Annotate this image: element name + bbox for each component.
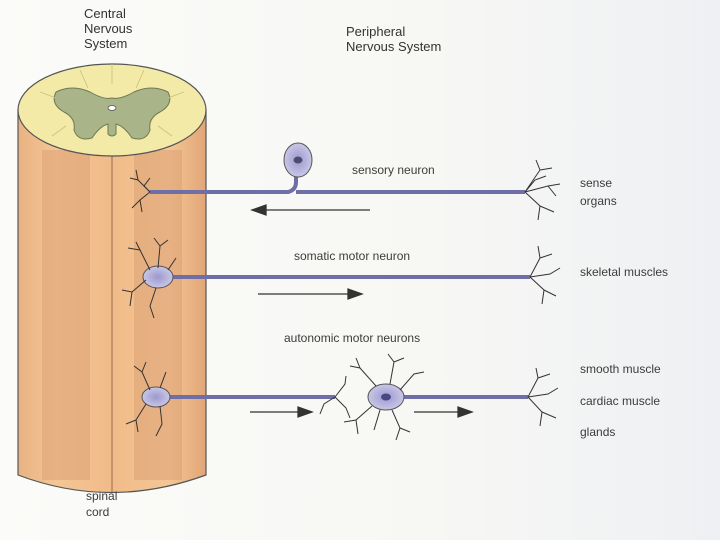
autonomic-motor-neurons [125, 353, 559, 441]
skeletal-muscle-terminals [529, 245, 561, 305]
pns-header: Peripheral Nervous System [346, 24, 442, 54]
glands-label: glands [580, 425, 616, 439]
somatic-motor-neuron-label: somatic motor neuron [294, 249, 411, 263]
sensory-terminal-branches [129, 169, 151, 213]
autonomic-motor-neurons-label: autonomic motor neurons [284, 331, 421, 345]
autonomic-direction-arrow-1 [250, 406, 314, 418]
gray-matter-butterfly [53, 87, 171, 140]
autonomic-cns-cell-body [141, 386, 171, 408]
sensory-neuron [129, 142, 561, 221]
sense-organ-dendrites [524, 159, 561, 221]
spinal-cord-label: spinal cord [86, 489, 118, 519]
autonomic-direction-arrow-2 [414, 406, 474, 418]
cardiac-muscle-label: cardiac muscle [580, 394, 661, 408]
ganglion-dendrites [343, 353, 425, 441]
cns-header: Central Nervous System [84, 6, 133, 51]
sensory-axon [150, 176, 298, 194]
central-canal [107, 105, 117, 111]
ganglion-synapse-branches [319, 375, 351, 419]
skeletal-muscles-label: skeletal muscles [580, 265, 669, 279]
sensory-direction-arrow [250, 204, 370, 216]
somatic-dendrites [121, 237, 177, 319]
direction-arrows [250, 204, 474, 418]
spinal-cord-right-column [134, 150, 182, 480]
spinal-cord-left-column [42, 150, 90, 480]
sensory-neuron-label: sensory neuron [352, 163, 435, 177]
smooth-muscle-label: smooth muscle [580, 362, 661, 376]
somatic-motor-neuron [121, 237, 561, 319]
effector-terminals [527, 367, 559, 427]
sense-organs-label: sense organs [580, 176, 617, 208]
white-matter-segments [39, 64, 185, 137]
somatic-direction-arrow [258, 288, 364, 300]
